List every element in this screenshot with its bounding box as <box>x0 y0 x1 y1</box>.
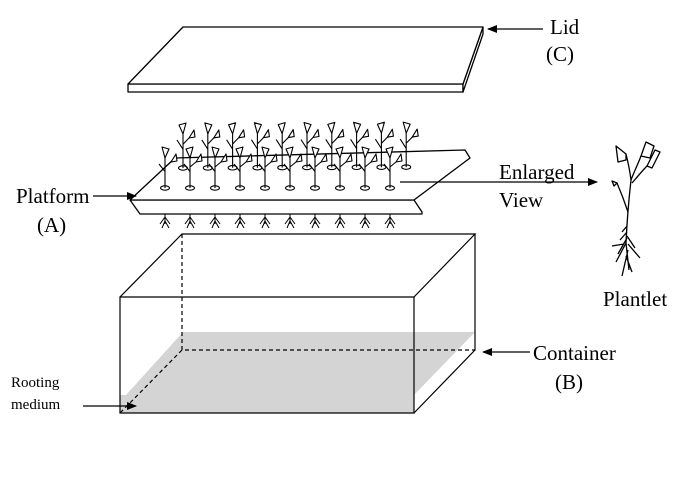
platform-code: (A) <box>37 213 67 237</box>
plantlet-stem <box>399 133 413 168</box>
plantlet-stem <box>283 158 297 188</box>
enlarged-view-label-line1: Enlarged <box>499 160 575 184</box>
plantlet-roots <box>159 214 396 229</box>
plantlet-leaf <box>185 146 203 163</box>
plantlet-leaf <box>253 122 270 139</box>
lid-label: Lid <box>550 15 580 39</box>
rooting-medium-front <box>120 395 414 413</box>
container-label: Container <box>533 341 616 365</box>
plantlet-leaf-top <box>640 141 655 159</box>
plantlet-label: Plantlet <box>603 287 668 311</box>
plantlet-leaf <box>277 122 295 139</box>
plantlet-leaf <box>376 121 394 138</box>
rooting-medium-label-line2: medium <box>11 397 61 413</box>
plantlet-leaf <box>211 146 228 163</box>
plantlet-stem <box>383 158 397 188</box>
plantlet-leaf <box>402 121 419 138</box>
lid-code: (C) <box>546 42 574 66</box>
lid-top-face <box>127 26 484 85</box>
plantlet-stem <box>208 158 222 188</box>
plantlet-stem <box>176 134 190 168</box>
plantlet-stem <box>300 133 314 168</box>
platform-front-edge <box>129 199 423 215</box>
plantlet-root <box>359 214 371 229</box>
platform-label: Platform <box>16 184 90 208</box>
plantlet-stem <box>275 133 289 168</box>
plantlet-leaf <box>311 146 328 163</box>
plantlet-stem <box>158 158 172 188</box>
plantlet-leaf <box>204 122 221 139</box>
plantlet-stem <box>233 158 247 188</box>
container-top-rim <box>119 233 477 298</box>
plantlet-stem <box>333 158 347 188</box>
plantlet-leaf-left <box>615 145 627 163</box>
plantlet-root <box>159 214 171 229</box>
plantlet-stem <box>350 133 363 168</box>
plantlet-leaf <box>285 146 303 163</box>
plantlet-stem <box>201 133 215 168</box>
plantlet-leaf <box>335 146 353 163</box>
plantlet-root <box>259 214 271 229</box>
plantlet-leaf <box>361 146 378 163</box>
plantlet-root <box>384 214 396 229</box>
plantlet-leaf <box>353 121 370 138</box>
plantlet-root <box>234 214 246 229</box>
rooting-medium-surface <box>126 332 475 395</box>
plantlet-stems <box>158 121 419 188</box>
plantlet-stem <box>258 158 272 188</box>
plantlet-root <box>309 214 321 229</box>
lid <box>127 26 484 93</box>
container <box>119 233 477 414</box>
rooting-medium-label-line1: Rooting <box>11 375 60 391</box>
enlarged-view-label-line2: View <box>499 188 544 212</box>
plantlet-stem <box>308 158 322 188</box>
plantlet-stem <box>374 133 388 168</box>
plantlet-stem <box>358 158 372 188</box>
container-right-face <box>413 234 476 414</box>
plantlet-leaf <box>261 146 278 163</box>
plantlet-stem <box>226 133 239 168</box>
plantlet-leaf <box>327 121 345 138</box>
plantlet-leaf <box>228 122 246 139</box>
plantlet-enlarged <box>611 141 661 277</box>
plantlet-leaf <box>303 121 320 139</box>
plantlet-stem <box>250 133 264 168</box>
plantlet-leaf <box>385 146 403 163</box>
plantlet-stem <box>325 133 339 168</box>
plantlet-root <box>184 214 196 229</box>
plantlet-leaf-right <box>646 149 661 169</box>
lid-front-face <box>127 83 464 93</box>
plantlet-root <box>284 214 296 229</box>
plantlet-leaf <box>161 146 178 163</box>
container-code: (B) <box>555 370 583 394</box>
plantlet-root <box>209 214 221 229</box>
plantlet-leaf <box>235 146 253 163</box>
plantlet-root <box>334 214 346 229</box>
plantlet-stem <box>183 158 197 188</box>
plantlet-leaf <box>178 122 196 139</box>
